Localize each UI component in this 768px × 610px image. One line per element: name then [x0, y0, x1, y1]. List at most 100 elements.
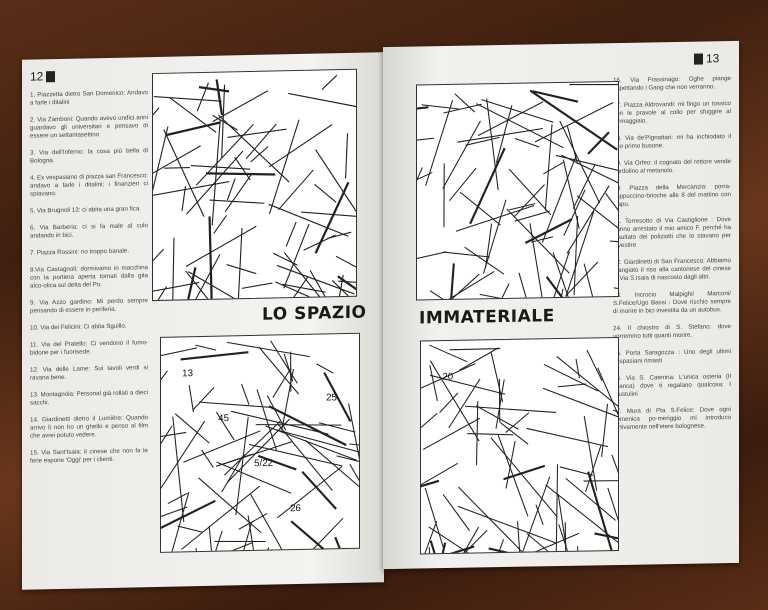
- street-line: [566, 185, 610, 254]
- street-line: [161, 506, 188, 523]
- street-line: [172, 416, 185, 523]
- street-line: [490, 437, 558, 518]
- list-item: 16. Via Frassinago: Oghe piange aspettan…: [613, 75, 731, 93]
- street-line: [315, 149, 356, 222]
- street-line: [186, 150, 244, 215]
- street-line: [424, 487, 444, 549]
- street-line: [180, 351, 249, 361]
- street-line: [208, 526, 214, 552]
- street-line: [509, 203, 536, 211]
- street-line: [555, 464, 559, 554]
- street-line: [513, 184, 545, 218]
- street-line: [475, 103, 564, 149]
- street-line: [576, 546, 580, 554]
- street-line: [216, 461, 292, 494]
- street-line: [247, 515, 258, 552]
- street-line: [518, 476, 551, 554]
- street-line: [421, 479, 440, 502]
- street-line: [272, 252, 298, 266]
- street-line: [205, 172, 276, 176]
- street-line: [555, 154, 618, 176]
- street-line: [459, 347, 499, 371]
- left-page: 12 1. Piazzetta dietro San Domenico: And…: [22, 52, 384, 590]
- street-line: [195, 123, 254, 186]
- street-line: [266, 395, 287, 431]
- street-line: [559, 120, 601, 204]
- street-line: [417, 137, 434, 145]
- street-line: [209, 199, 265, 204]
- street-line: [167, 492, 188, 505]
- list-item: 11. Via del Pratello: Ci vendono il fumo…: [30, 339, 148, 357]
- map-label: 45: [218, 413, 229, 424]
- street-line: [240, 383, 250, 405]
- list-item: 14. Giardinetti dietro il Lumière: Quand…: [30, 414, 148, 440]
- street-line: [268, 124, 333, 168]
- street-line: [542, 387, 618, 425]
- page-number-left: 12: [30, 69, 58, 84]
- street-line: [198, 401, 271, 408]
- street-line: [482, 199, 507, 274]
- list-item: 6. Via Barberia: ci si fa male al culo a…: [30, 222, 148, 240]
- street-line: [300, 211, 356, 219]
- street-line: [552, 252, 572, 300]
- street-line: [611, 454, 618, 500]
- street-line: [214, 540, 266, 543]
- street-line: [465, 136, 500, 146]
- street-line: [161, 431, 187, 439]
- list-item: 10. Via dei Felicini: Ci abita Sguillo.: [30, 322, 127, 332]
- map-label: 25: [326, 392, 337, 403]
- street-line: [169, 97, 217, 133]
- street-line: [457, 486, 524, 554]
- street-line: [161, 499, 216, 549]
- street-line: [237, 228, 243, 301]
- street-line: [565, 261, 599, 297]
- street-line: [283, 353, 294, 382]
- street-line: [442, 493, 470, 531]
- street-line: [561, 154, 618, 184]
- street-line: [318, 422, 356, 433]
- street-line: [224, 173, 253, 213]
- street-line: [335, 255, 356, 271]
- street-line: [573, 216, 579, 296]
- street-line: [270, 340, 298, 384]
- street-line: [417, 167, 423, 261]
- list-item: 17. Piazza Aldrovandi: mi fingo un tossi…: [613, 100, 731, 126]
- street-line: [276, 264, 355, 295]
- street-line: [153, 281, 200, 301]
- street-line: [199, 542, 253, 552]
- map-bottom-right: 20: [420, 336, 619, 555]
- street-line: [563, 189, 586, 236]
- street-line: [275, 281, 340, 301]
- street-line: [231, 410, 329, 435]
- street-line: [221, 84, 226, 158]
- street-line: [485, 223, 493, 268]
- street-line: [543, 363, 599, 392]
- street-line: [187, 271, 258, 301]
- street-line: [562, 159, 580, 229]
- street-line: [417, 273, 480, 300]
- list-item: 3. Via dell'Inferno: la cosa più bella d…: [30, 147, 148, 165]
- street-line: [195, 344, 217, 351]
- street-line: [301, 470, 337, 510]
- street-line: [449, 348, 501, 351]
- list-item: 24. Il chiostro di S. Stefano: dove vorr…: [613, 323, 731, 341]
- street-line: [514, 210, 550, 222]
- list-item: 5. Via Brugnoli 13: ci abita una gran fi…: [30, 205, 141, 215]
- street-line: [349, 443, 359, 450]
- street-line: [181, 485, 260, 550]
- street-line: [331, 280, 356, 301]
- list-item: 27. Mura di Pta S.Felice: Dove ogni dome…: [613, 406, 731, 432]
- street-line: [257, 454, 297, 471]
- street-line: [429, 290, 465, 300]
- street-line: [553, 288, 564, 300]
- street-line: [174, 413, 210, 444]
- list-item: 25. Porta Saragozza : Uno degli ultimi v…: [613, 348, 731, 366]
- street-line: [450, 263, 455, 299]
- street-line: [503, 464, 546, 481]
- street-line: [518, 272, 530, 300]
- right-page: 13 16. Via Frassinago: Oghe piange aspet…: [383, 40, 739, 570]
- street-line: [557, 383, 587, 388]
- logo-icon: [694, 53, 703, 66]
- street-line: [505, 440, 516, 489]
- street-line: [464, 246, 505, 275]
